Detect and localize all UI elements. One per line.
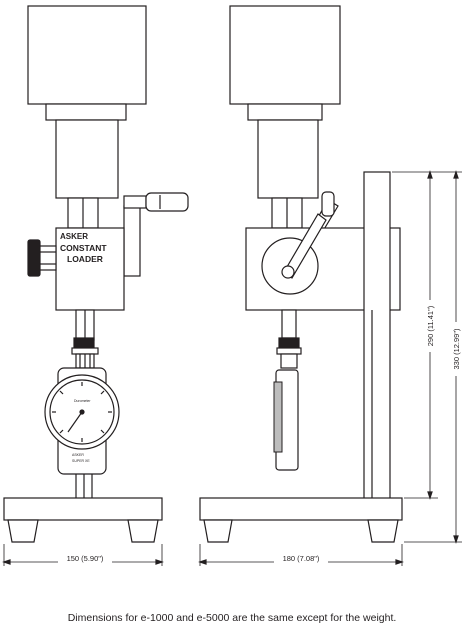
- front-weight: [27, 5, 147, 105]
- side-gauge-dial-edge: [273, 381, 283, 453]
- side-view: 180 (7.08") 290 (11.41") 330 (12.99"): [198, 5, 462, 566]
- side-base-foot-left: [203, 519, 233, 543]
- front-gauge-ticks: [52, 382, 112, 442]
- side-base-foot-right: [367, 519, 399, 543]
- front-weight-collar: [45, 103, 127, 121]
- front-base-plate: [3, 497, 163, 521]
- front-gauge-model-line1: ASKER: [72, 453, 84, 457]
- front-view: ASKER CONSTANT LOADER: [2, 5, 189, 566]
- front-loader-body: [55, 227, 125, 311]
- diagram-caption: Dimensions for e-1000 and e-5000 are the…: [67, 612, 397, 624]
- side-upper-cylinder: [257, 119, 319, 199]
- front-gauge-model-line2: SUPER XE: [72, 459, 90, 463]
- front-width-label: 150 (5.90"): [67, 554, 104, 563]
- side-height-inner-label: 290 (11.41"): [426, 305, 435, 346]
- front-gauge-needle: [67, 411, 83, 433]
- side-height-outer-label: 330 (12.99"): [452, 328, 461, 370]
- front-adjust-knob: [27, 239, 57, 277]
- side-coupling: [278, 337, 300, 349]
- side-weight-collar: [247, 103, 323, 121]
- side-base-plate: [199, 497, 403, 521]
- front-loader-label-line2: LOADER: [67, 254, 103, 264]
- side-width-dimension: 180 (7.08"): [198, 544, 404, 566]
- side-height-dimensions: 290 (11.41") 330 (12.99"): [392, 170, 462, 544]
- front-crank: [123, 192, 189, 277]
- front-width-dimension: 150 (5.90"): [2, 544, 164, 566]
- front-base-foot-right: [127, 519, 159, 543]
- front-brand-label: ASKER: [60, 232, 88, 241]
- front-coupling: [73, 337, 95, 349]
- side-column: [363, 171, 391, 501]
- front-gauge-brand: Durometer: [74, 399, 91, 403]
- front-upper-cylinder: [55, 119, 119, 199]
- front-loader-label-line1: CONSTANT: [60, 243, 107, 253]
- front-base-foot-left: [7, 519, 39, 543]
- side-width-label: 180 (7.08"): [283, 554, 320, 563]
- side-weight: [229, 5, 341, 105]
